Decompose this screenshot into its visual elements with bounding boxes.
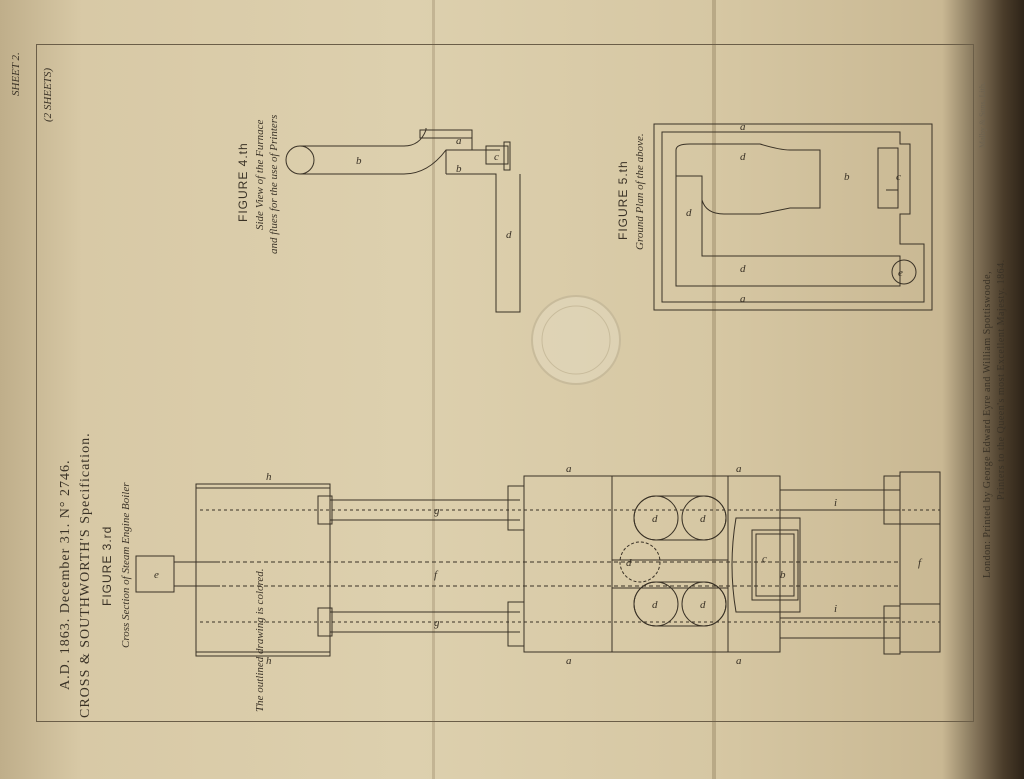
label-b: b [780,569,786,581]
label-4-a: a [456,135,462,147]
label-d-3: d [652,599,658,611]
label-a-2: a [566,655,572,667]
label-f: f [434,569,439,581]
label-a-3: a [736,463,742,475]
embossed-seal [531,295,621,385]
label-4-b1: b [356,155,362,167]
label-h-bottom: h [266,655,272,667]
label-g-1: g [434,505,440,517]
label-5-d3: d [740,263,746,275]
fold-line [432,0,435,779]
label-4-d: d [506,229,512,241]
figure-5-drawing [653,123,933,311]
label-i-2: i [834,603,837,615]
label-d-4: d [700,599,706,611]
label-d-1: d [652,513,658,525]
label-5-c: c [896,171,901,183]
label-c: c [762,553,767,565]
label-4-b2: b [456,163,462,175]
figure-4-drawing [285,128,521,313]
label-5-a2: a [740,293,746,305]
label-5-d1: d [686,207,692,219]
label-e: e [154,569,159,581]
label-f-base: f [918,557,923,569]
label-5-e: e [898,267,903,279]
label-4-c: c [494,151,499,163]
label-d-5: d [626,557,632,569]
label-5-d2: d [740,151,746,163]
figure-3-drawing [135,471,941,657]
label-a-1: a [566,463,572,475]
label-i-1: i [834,497,837,509]
label-5-b: b [844,171,850,183]
label-d-2: d [700,513,706,525]
label-g-2: g [434,617,440,629]
drawing-labels: h h e f g g a a a a d d d d d c b i i f … [154,121,923,667]
label-5-a1: a [740,121,746,133]
drawing-border [36,44,974,722]
fold-line [712,0,716,779]
label-a-4: a [736,655,742,667]
label-h-top: h [266,471,272,483]
